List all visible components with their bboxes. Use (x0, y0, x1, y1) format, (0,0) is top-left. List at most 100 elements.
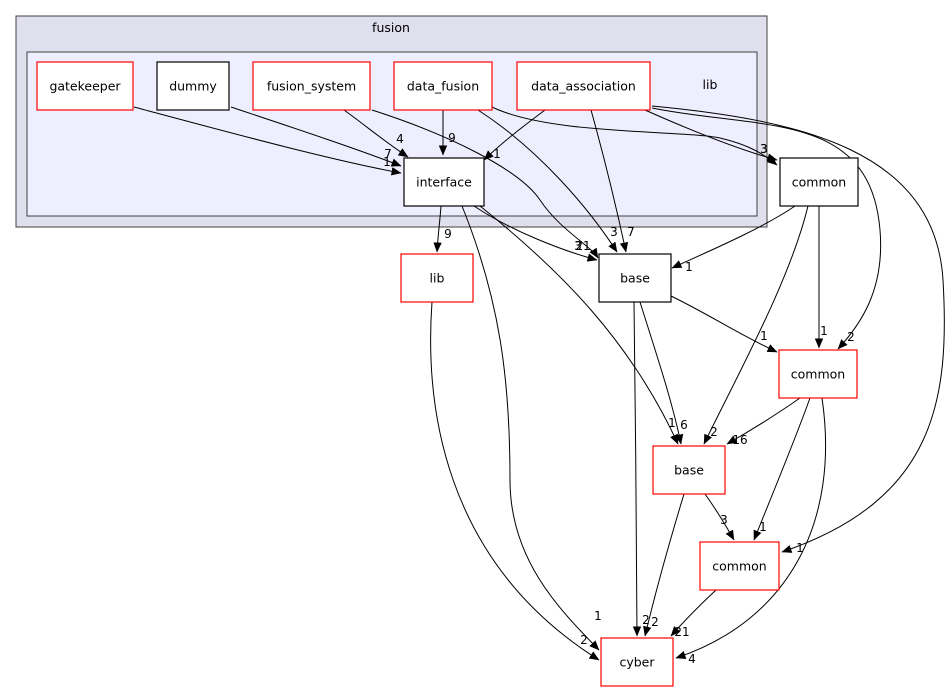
node-cyber-label[interactable]: cyber (619, 655, 655, 670)
edge-base2-to-cyber (643, 493, 685, 637)
node-common2[interactable]: common (778, 349, 858, 399)
edge-interface-to-base1 (473, 205, 598, 262)
node-common1-label[interactable]: common (792, 175, 846, 190)
node-common3-label[interactable]: common (712, 559, 766, 574)
edge-label-base1-to-cyber[interactable]: 2 (642, 613, 650, 627)
edge-label-common2-to-cyber[interactable]: 4 (688, 652, 696, 666)
edge-interface-to-base2 (479, 205, 679, 445)
edge-base1-to-base2 (639, 301, 684, 445)
node-common1-box[interactable] (779, 157, 859, 207)
edge-data_association-to-base1 (590, 109, 629, 253)
edge-base1-to-cyber (632, 301, 642, 637)
node-base2-box[interactable] (652, 445, 726, 495)
edge-label-data_fusion-to-base1[interactable]: 3 (610, 225, 618, 239)
node-data_fusion-label[interactable]: data_fusion (407, 79, 479, 94)
node-gatekeeper-label[interactable]: gatekeeper (49, 79, 121, 94)
node-cyber[interactable]: cyber (600, 637, 674, 687)
edge-label-common1-to-base1[interactable]: 1 (685, 260, 693, 274)
edges-layer (133, 105, 945, 661)
edge-data_fusion-to-base1 (477, 109, 618, 253)
edge-interface-to-lib2 (433, 205, 442, 253)
node-dummy-label[interactable]: dummy (169, 79, 217, 94)
edge-common1-to-base1 (671, 205, 796, 269)
node-fusion_system[interactable]: fusion_system (252, 61, 371, 111)
edge-common2-to-common3 (753, 397, 811, 541)
edge-label-common3-to-cyber[interactable]: 21 (674, 625, 689, 639)
edge-common2-to-cyber (675, 397, 826, 659)
edge-label-data_fusion-to-common1[interactable]: 3 (760, 142, 768, 156)
edge-label-data_fusion-to-interface[interactable]: 9 (448, 131, 456, 145)
cluster-lib-label: lib (703, 77, 718, 92)
node-dummy-box[interactable] (156, 61, 230, 111)
node-gatekeeper-box[interactable] (36, 61, 134, 111)
node-common2-box[interactable] (778, 349, 858, 399)
node-data_fusion[interactable]: data_fusion (393, 61, 493, 111)
edge-label-interface-to-base1[interactable]: 21 (575, 239, 590, 253)
edge-label-common2-to-common3[interactable]: 1 (759, 520, 767, 534)
edge-label-interface-to-base2[interactable]: 1 (668, 416, 676, 430)
node-data_association-label[interactable]: data_association (531, 79, 636, 94)
edge-label-interface-to-lib2[interactable]: 9 (444, 227, 452, 241)
edge-label-lib2-to-cyber[interactable]: 2 (580, 633, 588, 647)
node-interface-box[interactable] (403, 157, 485, 207)
node-fusion_system-label[interactable]: fusion_system (267, 79, 356, 94)
edge-label-data_association-to-common1[interactable]: 3 (760, 142, 768, 156)
edge-base2-to-common3 (704, 493, 735, 541)
edge-base1-to-common2 (670, 295, 778, 353)
edge-data_association-to-common2 (651, 107, 882, 350)
edge-common2-to-base2 (726, 397, 801, 445)
edge-label-fusion_system-to-interface[interactable]: 4 (396, 132, 404, 146)
edge-label-base1-to-base2[interactable]: 6 (680, 418, 688, 432)
edge-interface-to-cyber (461, 205, 600, 651)
edge-fusion_system-to-interface (343, 109, 409, 158)
edge-dummy-to-interface (230, 106, 402, 167)
edge-label-common2-to-base2[interactable]: 16 (732, 433, 747, 447)
node-common1[interactable]: common (779, 157, 859, 207)
node-common3-box[interactable] (699, 541, 780, 591)
node-base2-label[interactable]: base (674, 463, 704, 478)
edge-label-data_association-to-common3[interactable]: 1 (796, 541, 804, 555)
node-gatekeeper[interactable]: gatekeeper (36, 61, 134, 111)
node-base1[interactable]: base (598, 253, 672, 303)
node-base1-label[interactable]: base (620, 271, 650, 286)
node-common3[interactable]: common (699, 541, 780, 591)
node-data_fusion-box[interactable] (393, 61, 493, 111)
node-cyber-box[interactable] (600, 637, 674, 687)
node-data_association[interactable]: data_association (516, 61, 651, 111)
edge-label-common1-to-base2[interactable]: 2 (710, 425, 718, 439)
edge-label-base1-to-common2[interactable]: 1 (760, 329, 768, 343)
node-lib2[interactable]: lib (400, 253, 474, 303)
node-dummy[interactable]: dummy (156, 61, 230, 111)
cluster-fusion-label: fusion (372, 20, 410, 35)
node-lib2-box[interactable] (400, 253, 474, 303)
node-base1-box[interactable] (598, 253, 672, 303)
node-base2[interactable]: base (652, 445, 726, 495)
edge-lib2-to-cyber (430, 301, 600, 661)
edge-label-base2-to-common3[interactable]: 3 (720, 513, 728, 527)
nodes-layer: gatekeeper dummy fusion_system data_fusion d… (36, 61, 859, 687)
node-interface-label[interactable]: interface (416, 175, 472, 190)
node-fusion_system-box[interactable] (252, 61, 371, 111)
edge-label-interface-to-cyber[interactable]: 1 (594, 609, 602, 623)
edge-label-data_association-to-interface[interactable]: 1 (493, 147, 501, 161)
edge-common1-to-base2 (703, 205, 809, 445)
node-data_association-box[interactable] (516, 61, 651, 111)
edge-data_association-to-common1 (644, 109, 778, 162)
edge-label-common1-to-common2[interactable]: 1 (820, 324, 828, 338)
edge-label-gatekeeper-to-interface[interactable]: 1 (383, 155, 391, 169)
edge-data_association-to-interface (483, 109, 546, 161)
edge-label-base2-to-cyber[interactable]: 2 (651, 615, 659, 629)
node-interface[interactable]: interface (403, 157, 485, 207)
edge-common3-to-cyber (670, 589, 717, 637)
edge-label-dummy-to-interface[interactable]: 7 (384, 147, 392, 161)
edge-label-fusion_system-to-base1[interactable]: 3 (574, 239, 582, 253)
edge-data_fusion-to-common1 (491, 106, 778, 166)
edge-label-data_association-to-common2[interactable]: 2 (847, 330, 855, 344)
node-lib2-label[interactable]: lib (430, 271, 445, 286)
node-common2-label[interactable]: common (791, 367, 845, 382)
edge-gatekeeper-to-interface (133, 106, 402, 176)
edge-label-data_association-to-base1[interactable]: 7 (627, 225, 635, 239)
edge-fusion_system-to-base1 (371, 109, 599, 259)
